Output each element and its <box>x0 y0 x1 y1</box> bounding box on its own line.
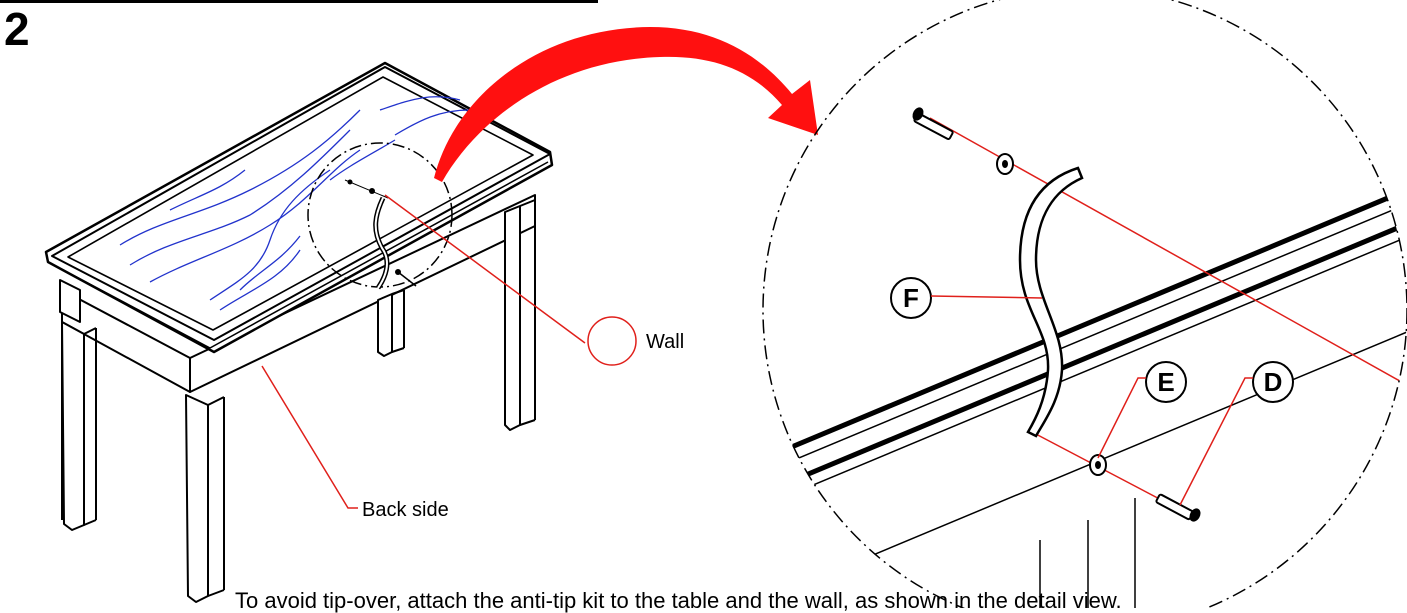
screw-top <box>912 107 954 141</box>
part-label-e: E <box>1157 367 1175 397</box>
table-top-inset <box>67 76 534 331</box>
table-leg-left-front <box>59 279 97 531</box>
washer-bottom <box>1089 454 1107 476</box>
screw-bottom <box>1155 493 1201 522</box>
back-side-callout <box>261 365 358 509</box>
step-header-rule <box>0 0 598 3</box>
back-side-label: Back side <box>362 499 449 521</box>
detail-view <box>762 0 1407 608</box>
wood-grain <box>119 96 471 311</box>
zoom-arrow <box>434 27 818 182</box>
detail-apron <box>769 187 1407 608</box>
table-leg-back-right <box>504 199 536 431</box>
part-label-d: D <box>1263 367 1283 397</box>
anti-tip-kit-small <box>307 142 586 344</box>
part-callouts <box>890 277 1294 403</box>
part-leaders <box>930 295 1253 506</box>
part-label-f: F <box>903 283 919 313</box>
wall-callout <box>587 316 637 366</box>
table-leg-back-middle <box>377 289 405 357</box>
console-table <box>44 61 554 603</box>
detail-circle <box>762 0 1407 608</box>
wall-label: Wall <box>646 331 685 353</box>
strap-f <box>1018 166 1084 438</box>
step-number: 2 <box>4 3 30 55</box>
instruction-text: To avoid tip-over, attach the anti-tip k… <box>235 588 1122 613</box>
table-leg-right-front <box>185 394 225 603</box>
washer-top <box>996 153 1014 175</box>
detail-axes <box>929 117 1407 516</box>
